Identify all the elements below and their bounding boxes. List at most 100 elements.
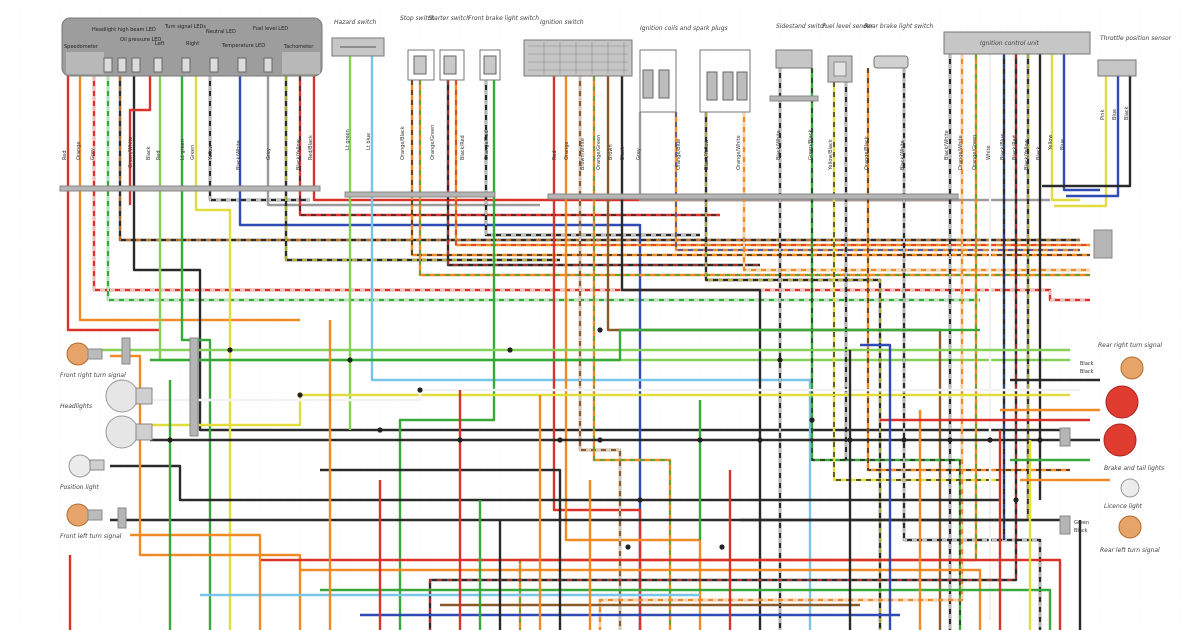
wire-89 (260, 558, 1062, 630)
panel-bulb-socket (209, 57, 219, 73)
wl-coil-2: Black/Yellow (704, 139, 710, 170)
position-light: Position light (60, 454, 105, 491)
junction-dot (377, 427, 383, 433)
wire-tracer-61 (903, 68, 1041, 630)
neutral-led-label: Neutral LED (206, 29, 236, 35)
speedometer-label: Speedometer (64, 44, 99, 50)
throttle-position-sensor: Throttle position sensor (1097, 35, 1172, 77)
oil-pressure-led-label: Oil pressure LED (120, 37, 161, 43)
fuel-level-sender: Fuel level sender (822, 23, 874, 83)
connector-block (1093, 229, 1113, 259)
wire-labels-panel: Red Orange Grey Green/White Black Red Lt… (62, 135, 314, 170)
wire-tracer-72 (429, 54, 1017, 630)
ignition-switch-label: Ignition switch (540, 19, 584, 26)
wire-82 (150, 328, 980, 362)
fuel-level-sender-label: Fuel level sender (822, 23, 874, 30)
connector-block (344, 191, 496, 198)
wl-panel-8: Yellow (208, 145, 214, 161)
junction-dot (417, 387, 423, 393)
wl-panel-5: Red (156, 151, 162, 161)
junction-dot (597, 327, 603, 333)
position-light-label: Position light (60, 484, 99, 491)
wire-91 (320, 588, 1052, 630)
ignition-switch: Ignition switch (523, 19, 633, 77)
wire-43 (638, 112, 1050, 202)
wl-ign-1: Orange (564, 142, 570, 160)
panel-bulb-socket (237, 57, 247, 73)
junction-dot (167, 437, 173, 443)
wire-8 (132, 76, 1070, 432)
sidestand-switch-label: Sidestand switch (776, 23, 827, 30)
wl-icu-3: White (986, 145, 992, 160)
junction-dot (987, 437, 993, 443)
wire-tracer-55 (833, 82, 1000, 481)
wire-96 (130, 533, 262, 630)
spark-plug-coil (722, 71, 734, 101)
wl-ign-2: Brown/White (580, 138, 586, 170)
wire-112 (860, 343, 892, 630)
temperature-led-label: Temperature LED (221, 43, 265, 49)
wire-tracer-27 (419, 80, 1090, 276)
wire-labels-middle: Lt green Lt blue Orange/Black Orange/Gre… (345, 125, 906, 171)
spark-plug-coil (706, 71, 718, 101)
wl-panel-2: Grey (90, 148, 96, 160)
wl-panel-9: Black/White (236, 140, 242, 170)
wl-panel-10: Grey (266, 148, 272, 160)
junction-dot (947, 437, 953, 443)
licence-light: Licence light (1104, 478, 1143, 510)
wire-76 (1050, 54, 1080, 202)
icu-label: Ignition control unit (980, 40, 1040, 47)
wire-16 (266, 76, 540, 207)
wl-side-2: Yellow/Black (828, 139, 834, 171)
wl-panel-0: Red (62, 151, 68, 161)
fuel-level-led-label: Fuel level LED (253, 26, 288, 32)
wire-tracer-53 (811, 68, 961, 630)
wl-ign-5: Black (620, 146, 626, 160)
rear-right-wire-1: Black (1080, 361, 1094, 367)
ignition-coils: Ignition coils and spark plugs (639, 25, 751, 113)
front-right-turn-label: Front right turn signal (60, 372, 126, 379)
rear-right-turn-label: Rear right turn signal (1098, 342, 1162, 349)
spark-plug-coil (642, 69, 654, 99)
wl-icu-6: Black/Yellow (1024, 139, 1030, 170)
spark-plug-coil (736, 71, 748, 101)
wl-stop-1: Orange/Green (430, 125, 436, 160)
starter-switch-label: Starter switch (428, 15, 470, 22)
connector-block (547, 193, 959, 200)
brake-tail-label: Brake and tail lights (1104, 465, 1164, 472)
wire-tracer-7 (119, 76, 1080, 241)
wl-stop-0: Orange/Black (400, 126, 406, 160)
wl-ign-0: Red (552, 151, 558, 161)
junction-dot (757, 437, 763, 443)
wire-98 (320, 468, 562, 630)
wire-36 (564, 76, 702, 630)
wl-icu-1: Orange/White (958, 135, 964, 170)
wl-ign-3: Orange/Green (596, 135, 602, 170)
wire-tracer-18 (285, 76, 560, 261)
junction-dot (901, 437, 907, 443)
wl-panel-4: Black (146, 146, 152, 160)
junction-dot (777, 357, 783, 363)
wire-tracer-33 (485, 80, 700, 236)
connector-block (1059, 515, 1071, 535)
connector-block (189, 337, 199, 437)
wl-hazard-0: Lt green (345, 129, 351, 150)
wl-panel-7: Green (190, 145, 196, 160)
wire-15 (238, 76, 642, 630)
stop-switch-label: Stop switch (400, 15, 435, 22)
wl-stop-2: Black/Red (460, 135, 466, 160)
wire-tracer-38 (579, 76, 621, 630)
junction-dot (347, 357, 353, 363)
junction-dot (637, 497, 643, 503)
high-beam-led-label: Headlight high beam LED (92, 27, 156, 33)
wl-hazard-1: Lt blue (366, 133, 372, 150)
wl-panel-6: Lt green (180, 139, 186, 160)
wire-tracer-31 (455, 80, 1090, 246)
turn-signal-leds-label: Turn signal LEDs (164, 24, 206, 30)
wl-ign-4: Brown (608, 144, 614, 160)
wl-icu-7: Black (1036, 146, 1042, 160)
licence-light-label: Licence light (1104, 503, 1143, 510)
wire-tracer-3 (93, 76, 1090, 301)
connector-block (121, 337, 131, 365)
wire-harness (59, 54, 1132, 630)
